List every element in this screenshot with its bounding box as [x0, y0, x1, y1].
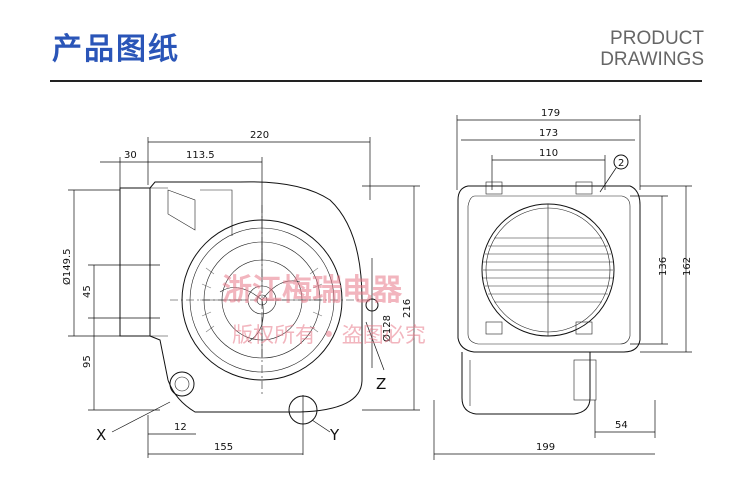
- page-title: 产品图纸: [52, 32, 180, 67]
- label-y: Y: [329, 426, 340, 444]
- dim-label-12: 12: [174, 422, 187, 433]
- header-divider: [50, 80, 702, 82]
- dim-label-179: 179: [541, 108, 560, 119]
- dim-label-216: 216: [402, 299, 413, 318]
- dim-label-30: 30: [124, 150, 137, 161]
- dim-label-113-5: 113.5: [186, 150, 215, 161]
- dim-label-110: 110: [539, 148, 558, 159]
- dim-label-45: 45: [82, 285, 93, 298]
- subtitle-line-1: PRODUCT: [610, 28, 704, 49]
- dim-label-199: 199: [536, 442, 555, 453]
- callout-2: 2: [618, 158, 624, 169]
- leader-y: [311, 419, 331, 433]
- dim-label-220: 220: [250, 130, 269, 141]
- dim-label-95: 95: [82, 355, 93, 368]
- dim-label-54: 54: [615, 420, 628, 431]
- right-view: 179 173 110 2 136: [433, 108, 693, 460]
- leader-x: [111, 401, 171, 433]
- dim-label-136: 136: [658, 257, 669, 276]
- dim-label-173: 173: [539, 128, 558, 139]
- subtitle-line-2: DRAWINGS: [600, 49, 704, 70]
- grille-bars: [483, 204, 613, 336]
- page-subtitle: PRODUCT DRAWINGS: [600, 28, 704, 70]
- terminal-box: [169, 371, 195, 397]
- watermark-line-2: 版权所有 • 盗图必究: [232, 323, 426, 347]
- callout-circle: [613, 154, 629, 170]
- dim-label-149-5: Ø149.5: [61, 249, 73, 286]
- leader-z: [365, 321, 385, 371]
- inlet-flange: [119, 187, 151, 337]
- label-x: X: [96, 426, 106, 444]
- housing-front: [457, 185, 641, 353]
- dim-label-128: Ø128: [381, 315, 393, 342]
- dim-label-162: 162: [682, 257, 693, 276]
- left-view: 220 30 113.5: [61, 130, 420, 458]
- label-z: Z: [376, 375, 386, 393]
- watermark: 浙江梅瑞电器 版权所有 • 盗图必究: [222, 273, 426, 347]
- dim-label-155: 155: [214, 442, 233, 453]
- watermark-line-1: 浙江梅瑞电器: [222, 273, 403, 308]
- motor-body: [461, 352, 591, 415]
